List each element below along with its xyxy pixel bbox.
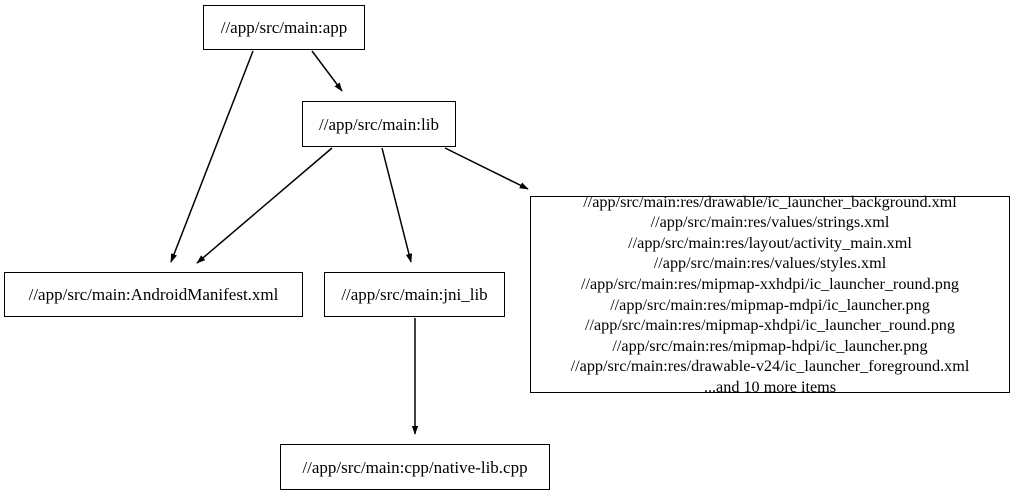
node-native-lib-cpp-label: //app/src/main:cpp/native-lib.cpp (302, 457, 528, 477)
node-jni-lib-label: //app/src/main:jni_lib (341, 285, 488, 304)
edge-app-to-manifest (170, 50, 254, 263)
node-res-group-label: //app/src/main:res/drawable/ic_launcher_… (570, 192, 970, 396)
edge-lib-to-manifest (196, 147, 333, 264)
node-android-manifest[interactable]: //app/src/main:AndroidManifest.xml (4, 272, 303, 317)
edge-app-to-lib (311, 50, 343, 92)
node-res-group[interactable]: //app/src/main:res/drawable/ic_launcher_… (530, 193, 1010, 396)
node-native-lib-cpp[interactable]: //app/src/main:cpp/native-lib.cpp (280, 444, 550, 490)
edge-lib-to-jni_lib (381, 147, 413, 263)
node-lib-label: //app/src/main:lib (319, 114, 439, 134)
node-lib[interactable]: //app/src/main:lib (302, 101, 456, 147)
node-jni-lib[interactable]: //app/src/main:jni_lib (324, 272, 505, 317)
node-app-label: //app/src/main:app (220, 18, 348, 37)
node-android-manifest-label: //app/src/main:AndroidManifest.xml (28, 285, 279, 304)
edge-lib-to-res_group (444, 147, 529, 190)
node-app[interactable]: //app/src/main:app (203, 5, 365, 50)
